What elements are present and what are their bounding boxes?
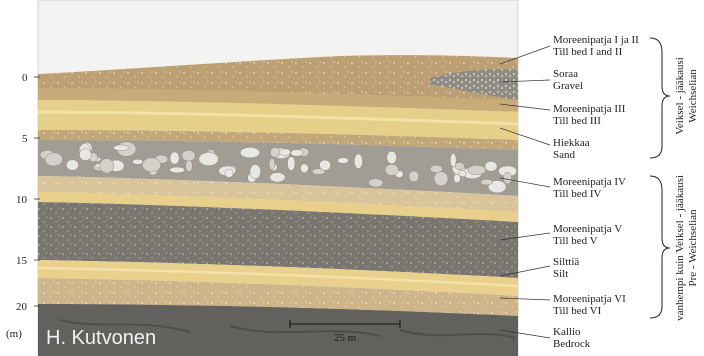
label-till-1-2-fi: Moreenipatja I ja II [553, 34, 639, 46]
boulder [385, 164, 398, 175]
depth-tick-10: 10 [16, 194, 28, 206]
boulder [79, 149, 91, 161]
credit-watermark: H. Kutvonen [46, 327, 156, 349]
label-silt-fi: Silttiä [553, 256, 579, 268]
boulder [481, 179, 493, 185]
layer-labels: Moreenipatja I ja II Till bed I and II S… [553, 34, 639, 350]
boulder [114, 145, 129, 151]
label-bedrock-fi: Kallio [553, 326, 581, 338]
scale-bar-label: 25 m [334, 332, 357, 344]
depth-tick-5: 5 [22, 133, 28, 145]
boulder [270, 148, 280, 158]
label-till-5-en: Till bed V [553, 235, 598, 247]
boulder [338, 158, 349, 164]
boulder [240, 147, 260, 158]
boulder [291, 150, 303, 157]
boulder [503, 172, 511, 184]
depth-tick-15: 15 [16, 255, 28, 267]
period-labels: Veiksel - jääkausi Weichselian vanhempi … [674, 57, 699, 321]
boulder [459, 170, 466, 177]
label-silt-en: Silt [553, 268, 568, 280]
boulder [225, 169, 233, 177]
label-till-4-fi: Moreenipatja IV [553, 176, 626, 188]
boulder [142, 158, 160, 172]
boulder [269, 159, 275, 170]
boulder [45, 153, 63, 166]
boulder [250, 164, 261, 178]
boulder [182, 150, 195, 161]
depth-tick-20: 20 [16, 301, 28, 313]
label-till-6-en: Till bed VI [553, 305, 602, 317]
boulder [312, 169, 325, 175]
label-till-5-fi: Moreenipatja V [553, 223, 622, 235]
depth-axis: 0 5 10 15 20 (m) [6, 72, 40, 340]
label-till-3-en: Till bed III [553, 115, 601, 127]
boulder [468, 165, 486, 174]
period-brackets [650, 38, 670, 318]
boulder [287, 157, 295, 171]
label-gravel-en: Gravel [553, 80, 583, 92]
boulder [434, 172, 448, 186]
boulder [66, 160, 78, 171]
boulder [485, 161, 497, 171]
label-sand-en: Sand [553, 149, 576, 161]
label-till-1-2-en: Till bed I and II [553, 46, 623, 58]
boulder [354, 154, 362, 169]
boulder [186, 160, 193, 171]
depth-unit: (m) [6, 328, 22, 340]
label-bedrock-en: Bedrock [553, 338, 591, 350]
boulder [409, 171, 419, 182]
period-weichselian-fi: Veiksel - jääkausi [674, 57, 686, 135]
period-weichselian-en: Weichselian [687, 69, 699, 123]
label-till-6-fi: Moreenipatja VI [553, 293, 626, 305]
boulder [170, 152, 179, 164]
label-till-4-en: Till bed IV [553, 188, 602, 200]
boulder [301, 164, 309, 173]
boulder [100, 159, 114, 174]
boulder [450, 153, 456, 166]
boulder [270, 173, 285, 183]
boulder [133, 159, 143, 164]
label-gravel-fi: Soraa [553, 68, 578, 80]
boulder [170, 167, 185, 173]
label-sand-fi: Hiekkaa [553, 137, 590, 149]
label-till-3-fi: Moreenipatja III [553, 103, 626, 115]
boulder [369, 179, 384, 187]
boulder [455, 162, 464, 169]
period-pre-weichselian-en: Pre - Weichselian [687, 209, 699, 287]
boulder [199, 153, 219, 166]
depth-tick-0: 0 [22, 72, 28, 84]
boulder [279, 149, 290, 156]
boulder [387, 151, 397, 164]
period-pre-weichselian-fi: vanhempi kuin Veiksel - jääkausi [674, 175, 686, 321]
